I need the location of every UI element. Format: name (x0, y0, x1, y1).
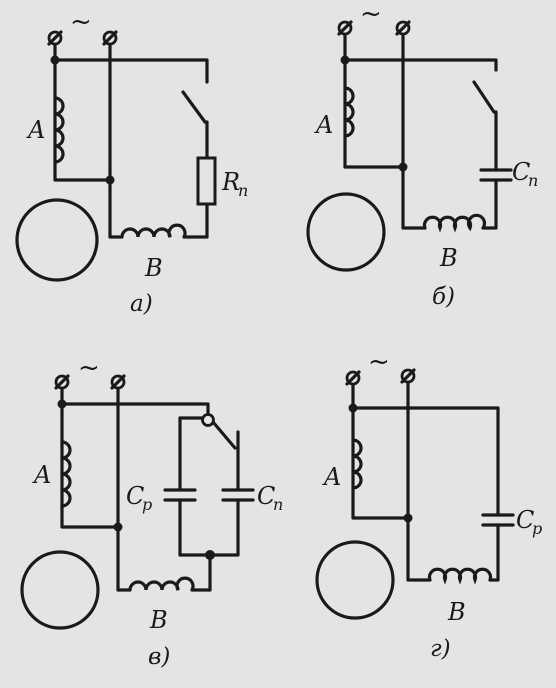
junction-dot (105, 175, 115, 185)
wire (178, 498, 212, 557)
junction-dot (50, 55, 60, 65)
caption-a: а) (130, 291, 153, 317)
switch-icon (211, 420, 237, 450)
wire (53, 38, 67, 182)
supply-symbol: ~ (360, 0, 382, 29)
resistor-icon (196, 156, 217, 206)
winding-b-label: B (149, 606, 168, 634)
terminal-slash (395, 20, 411, 36)
winding-a-icon (352, 438, 363, 490)
wire (53, 58, 209, 84)
wire (60, 384, 74, 529)
junction-dot (348, 403, 358, 413)
wire (108, 38, 124, 239)
winding-b-icon (120, 223, 187, 238)
winding-a-icon (54, 96, 65, 164)
wire (60, 402, 210, 420)
winding-a-icon (344, 86, 355, 138)
wire (488, 523, 500, 582)
supply-symbol: ~ (78, 353, 100, 383)
supply-symbol: ~ (368, 347, 390, 377)
rotor-icon (15, 198, 99, 282)
capacitor-start-label: C (257, 482, 275, 510)
wire (351, 406, 410, 520)
rotor-icon (306, 192, 386, 272)
supply-symbol: ~ (70, 7, 92, 37)
winding-a-icon (61, 440, 72, 508)
capacitor-start-label-sub: п (273, 495, 283, 514)
capacitor-run-label-sub: р (142, 495, 152, 514)
capacitor-run-label: C (516, 506, 534, 534)
switch-icon (181, 90, 207, 124)
terminal-slash (345, 370, 361, 386)
terminal-slash (110, 374, 126, 390)
junction-dot (340, 55, 350, 65)
wire (481, 178, 498, 230)
rotor-icon (315, 540, 395, 620)
wire (406, 376, 432, 582)
diagram-d: ~ A B C р г) (315, 347, 542, 662)
wire (182, 202, 209, 239)
wire (401, 28, 427, 230)
winding-a-label: A (32, 461, 51, 489)
junction-dot (398, 162, 408, 172)
winding-a-label: A (322, 463, 341, 491)
wire (343, 58, 405, 169)
capacitor-run-label-sub: р (532, 519, 542, 538)
winding-b-icon (427, 567, 493, 585)
terminal-slash (400, 368, 416, 384)
caption-c: в) (148, 644, 170, 670)
capacitor-label: C (512, 158, 530, 186)
wire (343, 28, 498, 72)
winding-b-label: B (439, 244, 458, 272)
wire (116, 384, 132, 592)
resistor-label-sub: п (238, 181, 248, 200)
terminal-slash (337, 20, 353, 36)
winding-b-icon (422, 213, 487, 233)
terminal-slash (47, 30, 63, 46)
diagram-c: ~ A B C р C п в) (20, 353, 283, 670)
terminal-icon (201, 413, 215, 427)
junction-dot (57, 399, 67, 409)
resistor-label: R (221, 168, 240, 196)
wire (190, 553, 212, 592)
switch-icon (472, 80, 496, 114)
winding-b-label: B (144, 254, 163, 282)
junction-dot (403, 513, 413, 523)
winding-a-label: A (26, 116, 45, 144)
capacitor-label-sub: п (528, 171, 538, 190)
rotor-icon (20, 550, 100, 630)
wire (208, 498, 240, 557)
winding-b-label: B (447, 598, 466, 626)
terminal-slash (102, 30, 118, 46)
junction-dot (205, 550, 215, 560)
terminal-slash (54, 374, 70, 390)
junction-dot (113, 522, 123, 532)
diagram-b: ~ A B C п б) (306, 0, 538, 310)
diagram-a: ~ A B R п а) (15, 7, 248, 317)
caption-d: г) (430, 636, 451, 662)
wire (351, 378, 500, 517)
winding-a-label: A (314, 111, 333, 139)
caption-b: б) (432, 284, 455, 310)
capacitor-run-label: C (126, 482, 144, 510)
winding-b-icon (128, 576, 195, 591)
